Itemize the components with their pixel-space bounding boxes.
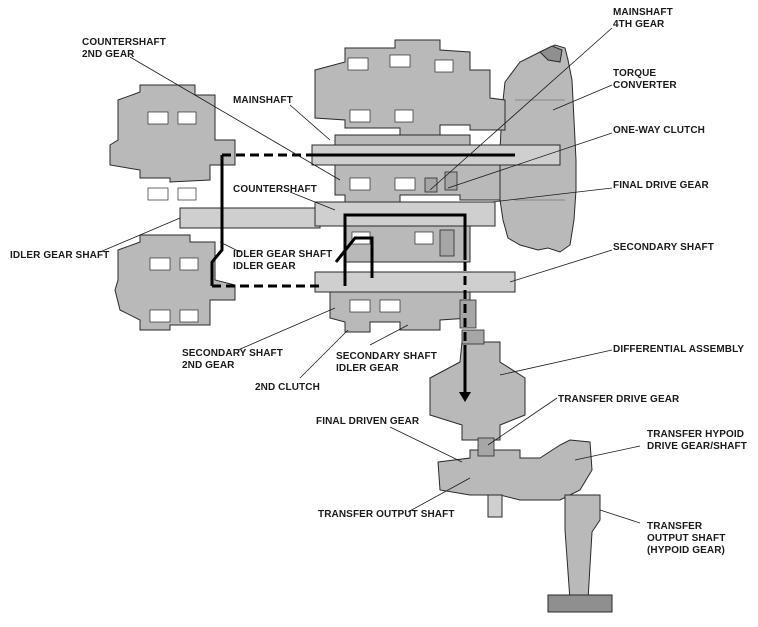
label-transfer-output-hypoid-line1: TRANSFER bbox=[647, 521, 703, 532]
label-idler-gear-shaft: IDLER GEAR SHAFT bbox=[10, 250, 109, 261]
idler-gear-assembly bbox=[109, 84, 321, 331]
label-idler-gear-shaft-idler-gear-line2: IDLER GEAR bbox=[233, 261, 296, 272]
label-secondary-shaft-idler-gear-line2: IDLER GEAR bbox=[336, 363, 399, 374]
power-flow-inner-loop bbox=[334, 236, 374, 278]
label-countershaft: COUNTERSHAFT bbox=[233, 184, 317, 195]
label-mainshaft: MAINSHAFT bbox=[233, 95, 293, 106]
labels: MAINSHAFT 4TH GEAR COUNTERSHAFT 2ND GEAR… bbox=[10, 7, 747, 556]
label-transfer-drive-gear: TRANSFER DRIVE GEAR bbox=[558, 394, 680, 405]
label-one-way-clutch: ONE-WAY CLUTCH bbox=[613, 125, 705, 136]
label-countershaft-2nd-gear-line2: 2ND GEAR bbox=[82, 49, 135, 60]
label-torque-converter-line2: CONVERTER bbox=[613, 80, 677, 91]
power-flow-path bbox=[210, 153, 515, 402]
label-mainshaft-4th-gear-line2: 4TH GEAR bbox=[613, 19, 665, 30]
label-transfer-output-hypoid-line2: OUTPUT SHAFT bbox=[647, 533, 725, 544]
power-flow-left-vertical bbox=[210, 155, 224, 286]
transfer-assembly bbox=[437, 437, 613, 613]
label-torque-converter-line1: TORQUE bbox=[613, 68, 656, 79]
label-countershaft-2nd-gear-line1: COUNTERSHAFT bbox=[82, 37, 166, 48]
power-flow-arrowhead bbox=[459, 392, 471, 402]
label-mainshaft-4th-gear-line1: MAINSHAFT bbox=[613, 7, 673, 18]
label-secondary-shaft-idler-gear-line1: SECONDARY SHAFT bbox=[336, 351, 437, 362]
label-secondary-shaft-2nd-gear-line1: SECONDARY SHAFT bbox=[182, 348, 283, 359]
label-final-drive-gear: FINAL DRIVE GEAR bbox=[613, 180, 710, 191]
label-transfer-hypoid-line1: TRANSFER HYPOID bbox=[647, 429, 744, 440]
label-secondary-shaft: SECONDARY SHAFT bbox=[613, 242, 714, 253]
label-idler-gear-shaft-idler-gear-line1: IDLER GEAR SHAFT bbox=[233, 249, 332, 260]
differential-assembly bbox=[429, 329, 526, 441]
label-transfer-output-hypoid-line3: (HYPOID GEAR) bbox=[647, 545, 725, 556]
leader-lines bbox=[99, 27, 641, 524]
label-differential-assembly: DIFFERENTIAL ASSEMBLY bbox=[613, 344, 744, 355]
label-transfer-hypoid-line2: DRIVE GEAR/SHAFT bbox=[647, 441, 747, 452]
label-final-driven-gear: FINAL DRIVEN GEAR bbox=[316, 416, 420, 427]
label-secondary-shaft-2nd-gear-line2: 2ND GEAR bbox=[182, 360, 235, 371]
label-transfer-output-shaft: TRANSFER OUTPUT SHAFT bbox=[318, 509, 455, 520]
label-2nd-clutch: 2ND CLUTCH bbox=[255, 382, 320, 393]
